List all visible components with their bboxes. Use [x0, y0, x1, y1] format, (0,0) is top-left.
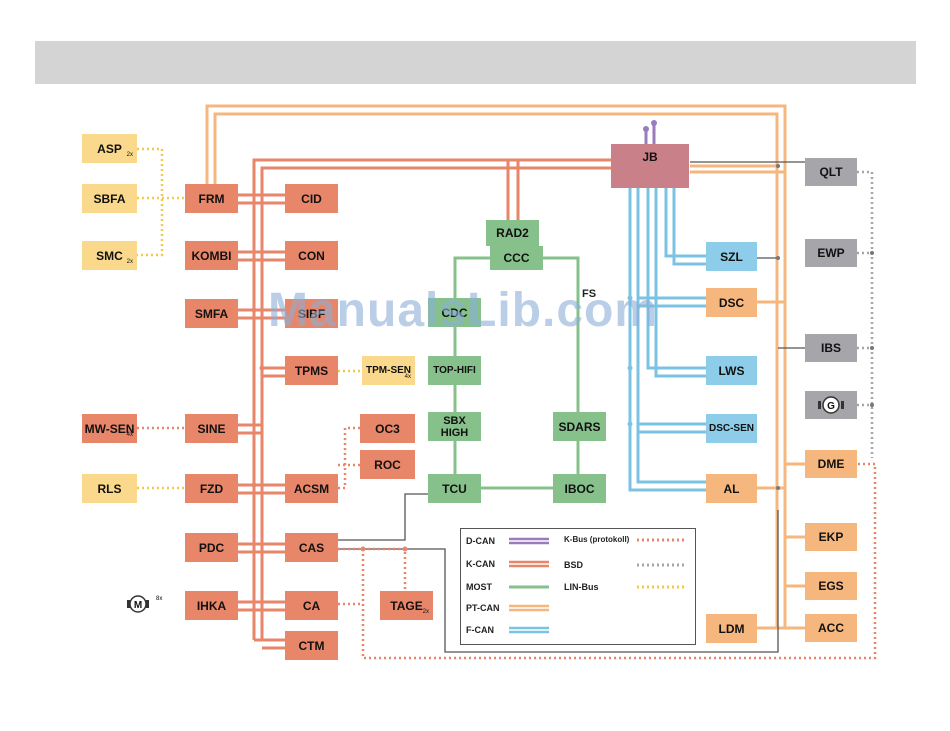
node-acc: ACC: [805, 614, 857, 642]
svg-text:M: M: [134, 600, 142, 611]
node-sibf: SIBF: [285, 299, 338, 328]
node-ibs: IBS: [805, 334, 857, 362]
node-con: CON: [285, 241, 338, 270]
node-rad2: RAD2: [486, 220, 539, 246]
node-tpms: TPMS: [285, 356, 338, 385]
node-tcu: TCU: [428, 474, 481, 503]
node-egs: EGS: [805, 572, 857, 600]
node-jb: JB: [611, 144, 689, 188]
k-can-lines: [238, 158, 612, 650]
node-lws: LWS: [706, 356, 757, 385]
node-al: AL: [706, 474, 757, 503]
legend-k-can: K-CAN: [466, 559, 495, 569]
legend-d-can: D-CAN: [466, 536, 495, 546]
legend-k-bus: K-Bus (protokoll): [564, 535, 630, 544]
node-dsc: DSC: [706, 288, 757, 317]
node-pdc: PDC: [185, 533, 238, 562]
label-fs: FS: [582, 288, 597, 300]
node-szl: SZL: [706, 242, 757, 271]
node-qlt: QLT: [805, 158, 857, 186]
node-ekp: EKP: [805, 523, 857, 551]
node-frm: FRM: [185, 184, 238, 213]
lin-bus-lines: [137, 147, 362, 490]
node-acsm: ACSM: [285, 474, 338, 503]
legend: D-CAN K-CAN MOST PT-CAN F-CAN K-Bus (pro…: [460, 528, 696, 645]
node-ewp: EWP: [805, 239, 857, 267]
svg-text:G: G: [827, 401, 835, 412]
node-sine: SINE: [185, 414, 238, 443]
node-iboc: IBOC: [553, 474, 606, 503]
node-ca: CA: [285, 591, 338, 620]
pt-can-lines: [205, 104, 805, 630]
header-bar: [35, 41, 916, 84]
legend-lin-bus: LIN-Bus: [564, 582, 599, 592]
legend-pt-can: PT-CAN: [466, 603, 500, 613]
k-bus-lines: [338, 161, 805, 653]
node-oc3: OC3: [360, 414, 415, 443]
motor-icon: M: [126, 594, 150, 614]
generator-icon: G: [818, 396, 844, 414]
node-sbx-high: SBX HIGH: [428, 412, 481, 441]
legend-bsd: BSD: [564, 560, 584, 570]
f-can-lines: [628, 188, 706, 492]
d-can-lines: [644, 125, 656, 145]
node-fzd: FZD: [185, 474, 238, 503]
node-roc: ROC: [360, 450, 415, 479]
node-cdc: CDC: [428, 298, 481, 327]
bsd-lines: [857, 170, 874, 458]
node-ccc: CCC: [490, 246, 543, 270]
node-dsc-sen: DSC-SEN: [706, 414, 757, 443]
node-generator: G: [805, 391, 857, 419]
node-cid: CID: [285, 184, 338, 213]
node-kombi: KOMBI: [185, 241, 238, 270]
node-top-hifi: TOP-HIFI: [428, 356, 481, 385]
legend-f-can: F-CAN: [466, 625, 494, 635]
legend-most: MOST: [466, 582, 492, 592]
node-cas: CAS: [285, 533, 338, 562]
node-dme: DME: [805, 450, 857, 478]
node-ctm: CTM: [285, 631, 338, 660]
node-ldm: LDM: [706, 614, 757, 643]
motor-count: 8x: [156, 596, 163, 602]
node-ihka: IHKA: [185, 591, 238, 620]
watermark: ManualsLib.com: [268, 284, 659, 337]
node-sdars: SDARS: [553, 412, 606, 441]
node-sbfa: SBFA: [82, 184, 137, 213]
node-smfa: SMFA: [185, 299, 238, 328]
node-rls: RLS: [82, 474, 137, 503]
